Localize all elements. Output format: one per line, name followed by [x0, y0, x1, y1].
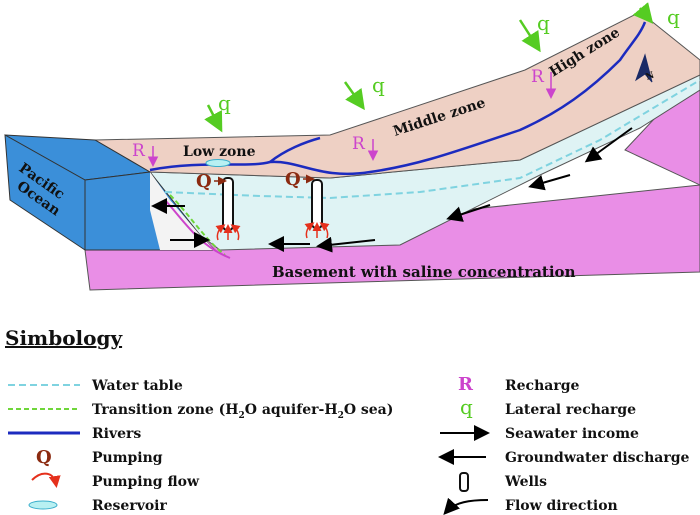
lateral-q-1: q — [218, 91, 231, 115]
recharge-r-3: R — [531, 67, 545, 87]
legend-pumping-flow-icon — [31, 472, 61, 488]
legend-transition-label: Transition zone (H2O aquifer-H2O sea) — [92, 402, 393, 421]
legend-pumping-flow-label: Pumping flow — [92, 474, 200, 490]
recharge-r-1: R — [132, 141, 146, 161]
lateral-q-2: q — [372, 73, 385, 97]
legend-seawater-label: Seawater income — [505, 426, 639, 442]
tributary — [269, 136, 321, 163]
well-1 — [222, 177, 234, 231]
label-basement: Basement with saline concentration — [272, 263, 576, 281]
legend-reservoir-icon — [28, 500, 58, 510]
label-low-zone: Low zone — [183, 144, 256, 160]
well-2 — [311, 179, 323, 229]
lateral-q-4: q — [667, 5, 680, 29]
lateral-recharge-arrows — [204, 2, 654, 133]
legend-reservoir-label: Reservoir — [92, 498, 167, 514]
lateral-q-3: q — [537, 11, 550, 35]
legend-pumping-icon: Q — [36, 447, 52, 468]
seawater-wedge — [150, 172, 215, 250]
legend-wells-label: Wells — [504, 474, 547, 490]
pumping-flow-arrows-1 — [215, 224, 241, 241]
pumping-q-1: Q — [196, 171, 212, 192]
legend-flow-direction-icon — [443, 497, 489, 515]
pumping-q-2: Q — [285, 169, 301, 190]
north-label: N — [645, 71, 656, 83]
main-river — [149, 21, 647, 176]
flow-direction-arrows — [151, 127, 633, 253]
legend-flow-direction-label: Flow direction — [505, 498, 618, 514]
reservoir — [205, 159, 231, 167]
recharge-r-2: R — [352, 134, 366, 154]
land-surface — [93, 11, 700, 179]
pumping-flow-arrows-2 — [304, 222, 330, 239]
north-arrow-icon — [635, 53, 653, 83]
transition-zone-line — [169, 194, 226, 256]
legend-discharge-label: Groundwater discharge — [505, 450, 689, 466]
water-table-line — [164, 79, 700, 200]
legend-lateral-label: Lateral recharge — [505, 402, 636, 418]
legend-rivers-label: Rivers — [92, 426, 141, 442]
legend-lateral-icon: q — [460, 395, 473, 419]
legend-well-icon — [459, 472, 469, 492]
legend-recharge-icon: R — [458, 374, 474, 395]
legend-title: Simbology — [5, 326, 123, 350]
legend-recharge-label: Recharge — [505, 378, 579, 394]
legend-water-table-label: Water table — [91, 378, 183, 394]
legend-pumping-label: Pumping — [92, 450, 163, 466]
